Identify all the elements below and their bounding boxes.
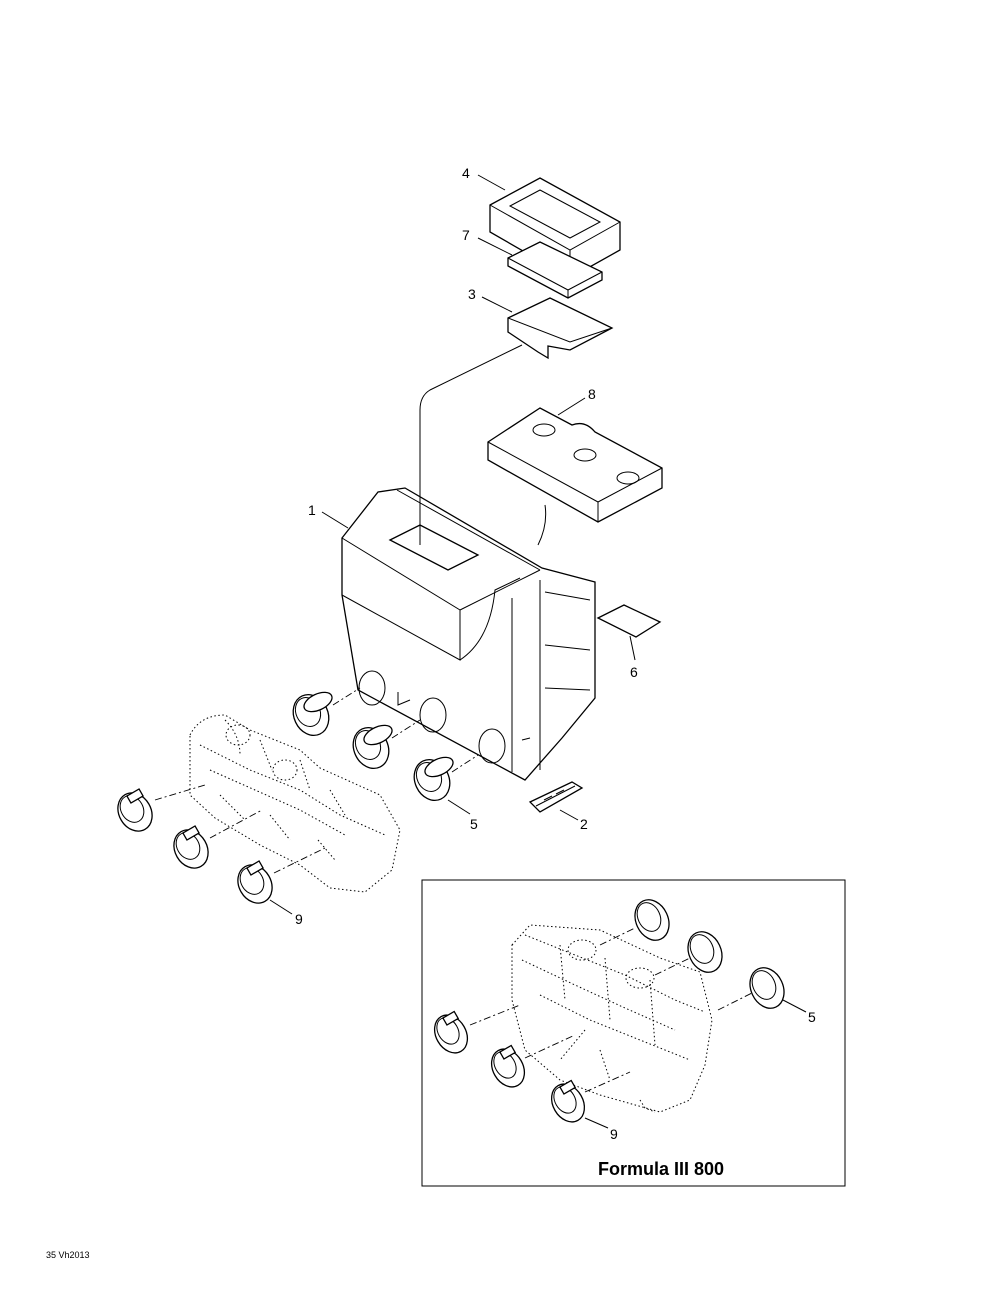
part-3-plate xyxy=(507,297,614,360)
part-7-filter-pad xyxy=(507,241,603,299)
inset-clamps xyxy=(433,1010,586,1123)
callout-7: 7 xyxy=(462,227,470,243)
engine-ghost-inset xyxy=(511,924,713,1113)
inset-callout-9: 9 xyxy=(610,1126,618,1142)
callouts-main: 4 7 3 8 1 6 5 2 9 xyxy=(269,165,638,927)
inset-callout-5: 5 xyxy=(808,1009,816,1025)
engine-ghost-main xyxy=(189,714,401,893)
callout-3: 3 xyxy=(468,286,476,302)
callout-1: 1 xyxy=(308,502,316,518)
callout-9: 9 xyxy=(295,911,303,927)
inset-boots xyxy=(634,899,785,1009)
part-6-pad xyxy=(596,604,662,638)
callout-8: 8 xyxy=(588,386,596,402)
callout-4: 4 xyxy=(462,165,470,181)
part-8-foam-block xyxy=(487,407,663,523)
drawing-code: 35 Vh2013 xyxy=(46,1250,90,1260)
clamp-2 xyxy=(173,825,209,869)
part-2-clip xyxy=(528,781,584,813)
clamp-1 xyxy=(117,788,153,832)
callout-5: 5 xyxy=(470,816,478,832)
inset-title: Formula III 800 xyxy=(598,1159,724,1179)
boot-2 xyxy=(352,724,393,769)
boot-3 xyxy=(413,756,454,801)
callout-6: 6 xyxy=(630,664,638,680)
boot-1 xyxy=(292,691,333,736)
clamp-3 xyxy=(237,860,273,904)
part-4-filter-frame xyxy=(489,177,621,279)
part-9-clamps xyxy=(117,788,273,904)
part-1-airbox xyxy=(341,487,596,781)
part-5-boots xyxy=(292,691,454,801)
callout-2: 2 xyxy=(580,816,588,832)
inset-formula-iii-800: 5 9 Formula III 800 xyxy=(421,879,846,1187)
assembly-lines-main xyxy=(154,344,547,874)
